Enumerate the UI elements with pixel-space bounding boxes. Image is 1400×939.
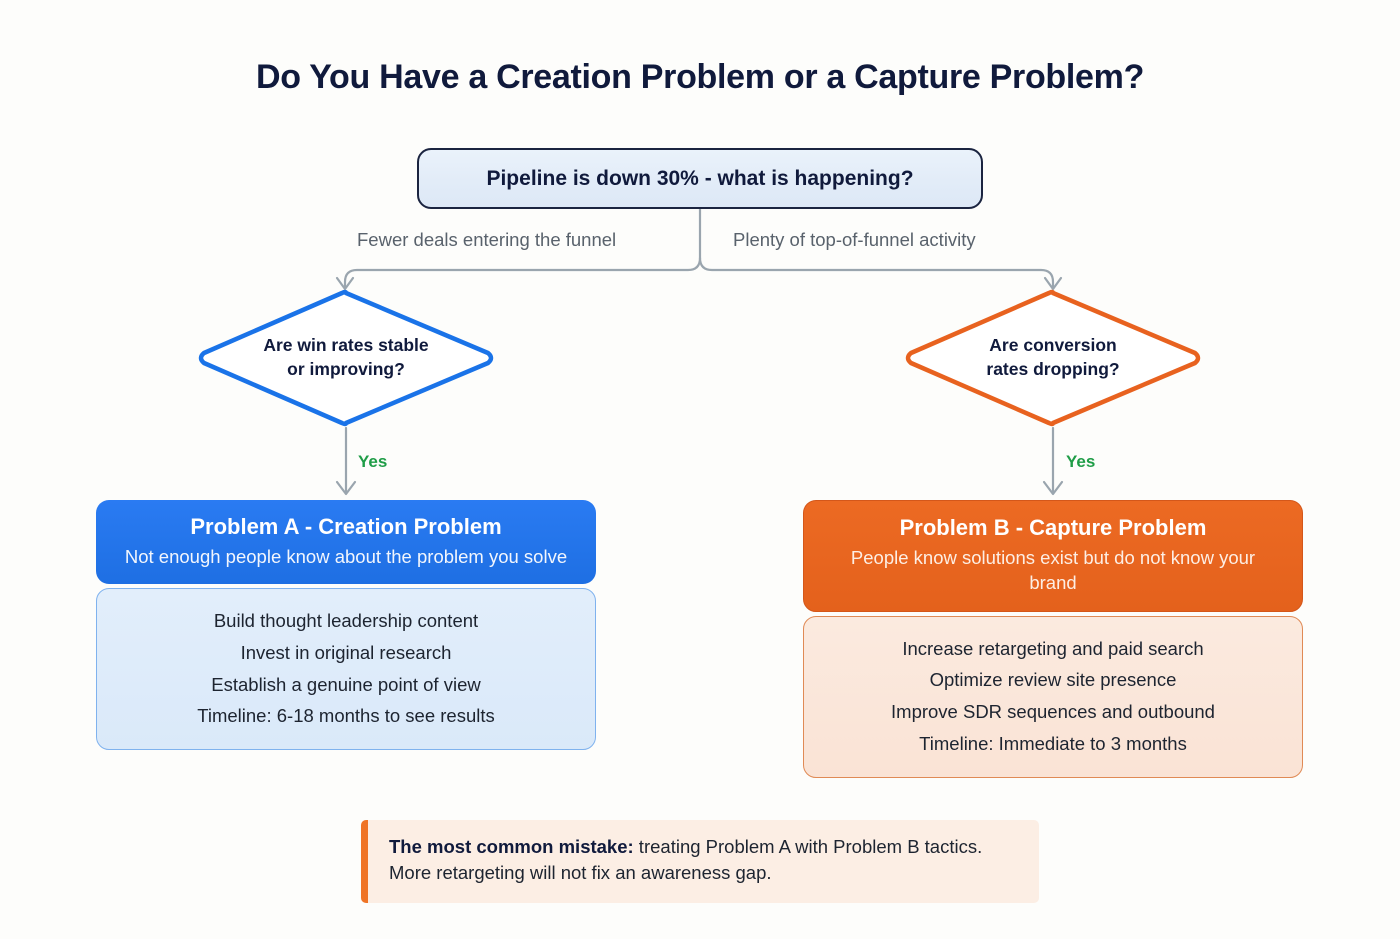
decision-right-line1: Are conversion	[989, 335, 1117, 356]
card-left-header: Problem A - Creation Problem Not enough …	[96, 500, 596, 585]
outcome-card-problem-a[interactable]: Problem A - Creation Problem Not enough …	[96, 500, 596, 751]
decision-left-line2: or improving?	[287, 359, 405, 379]
list-item: Improve SDR sequences and outbound	[891, 701, 1215, 723]
footnote-rest: treating Problem A with Problem B tactic…	[389, 836, 983, 884]
diamond-shape-right	[905, 289, 1201, 427]
footnote-strong: The most common mistake:	[389, 836, 634, 857]
footnote-callout: The most common mistake: treating Proble…	[361, 820, 1039, 903]
arrowhead-right-card	[1042, 480, 1064, 496]
decision-diamond-right[interactable]: Are conversion rates dropping?	[903, 288, 1203, 428]
card-right-header: Problem B - Capture Problem People know …	[803, 500, 1303, 612]
list-item: Timeline: 6-18 months to see results	[197, 705, 495, 727]
card-left-body: Build thought leadership content Invest …	[96, 588, 596, 751]
branch-label-left: Fewer deals entering the funnel	[357, 229, 617, 250]
connector-root-to-right	[698, 256, 1055, 290]
card-right-title: Problem B - Capture Problem	[899, 515, 1207, 540]
decision-diamond-left[interactable]: Are win rates stable or improving?	[196, 288, 496, 428]
list-item: Establish a genuine point of view	[211, 673, 481, 695]
decision-left-text: Are win rates stable or improving?	[196, 288, 496, 428]
connector-root-to-left	[343, 256, 702, 290]
edge-label-yes-right: Yes	[1066, 452, 1096, 471]
arrowhead-left-card	[335, 480, 357, 496]
card-right-body: Increase retargeting and paid search Opt…	[803, 615, 1303, 778]
list-item: Increase retargeting and paid search	[902, 637, 1204, 659]
list-item: Timeline: Immediate to 3 months	[919, 732, 1187, 754]
list-item: Build thought leadership content	[213, 610, 479, 632]
decision-right-line2: rates dropping?	[986, 359, 1120, 379]
decision-right-text: Are conversion rates dropping?	[903, 288, 1203, 428]
root-question-label: Pipeline is down 30% - what is happening…	[486, 166, 914, 190]
list-item: Optimize review site presence	[929, 669, 1177, 691]
edge-label-yes-left: Yes	[358, 452, 388, 471]
outcome-card-problem-b[interactable]: Problem B - Capture Problem People know …	[803, 500, 1303, 778]
diamond-shape-left	[198, 289, 494, 427]
root-question-box[interactable]: Pipeline is down 30% - what is happening…	[417, 148, 983, 209]
page-title: Do You Have a Creation Problem or a Capt…	[255, 58, 1145, 96]
card-left-title: Problem A - Creation Problem	[190, 514, 502, 539]
branch-label-right: Plenty of top-of-funnel activity	[733, 229, 976, 250]
card-right-subtitle: People know solutions exist but do not k…	[850, 546, 1256, 594]
decision-left-line1: Are win rates stable	[263, 335, 429, 356]
list-item: Invest in original research	[240, 641, 452, 663]
card-left-subtitle: Not enough people know about the problem…	[124, 545, 568, 567]
